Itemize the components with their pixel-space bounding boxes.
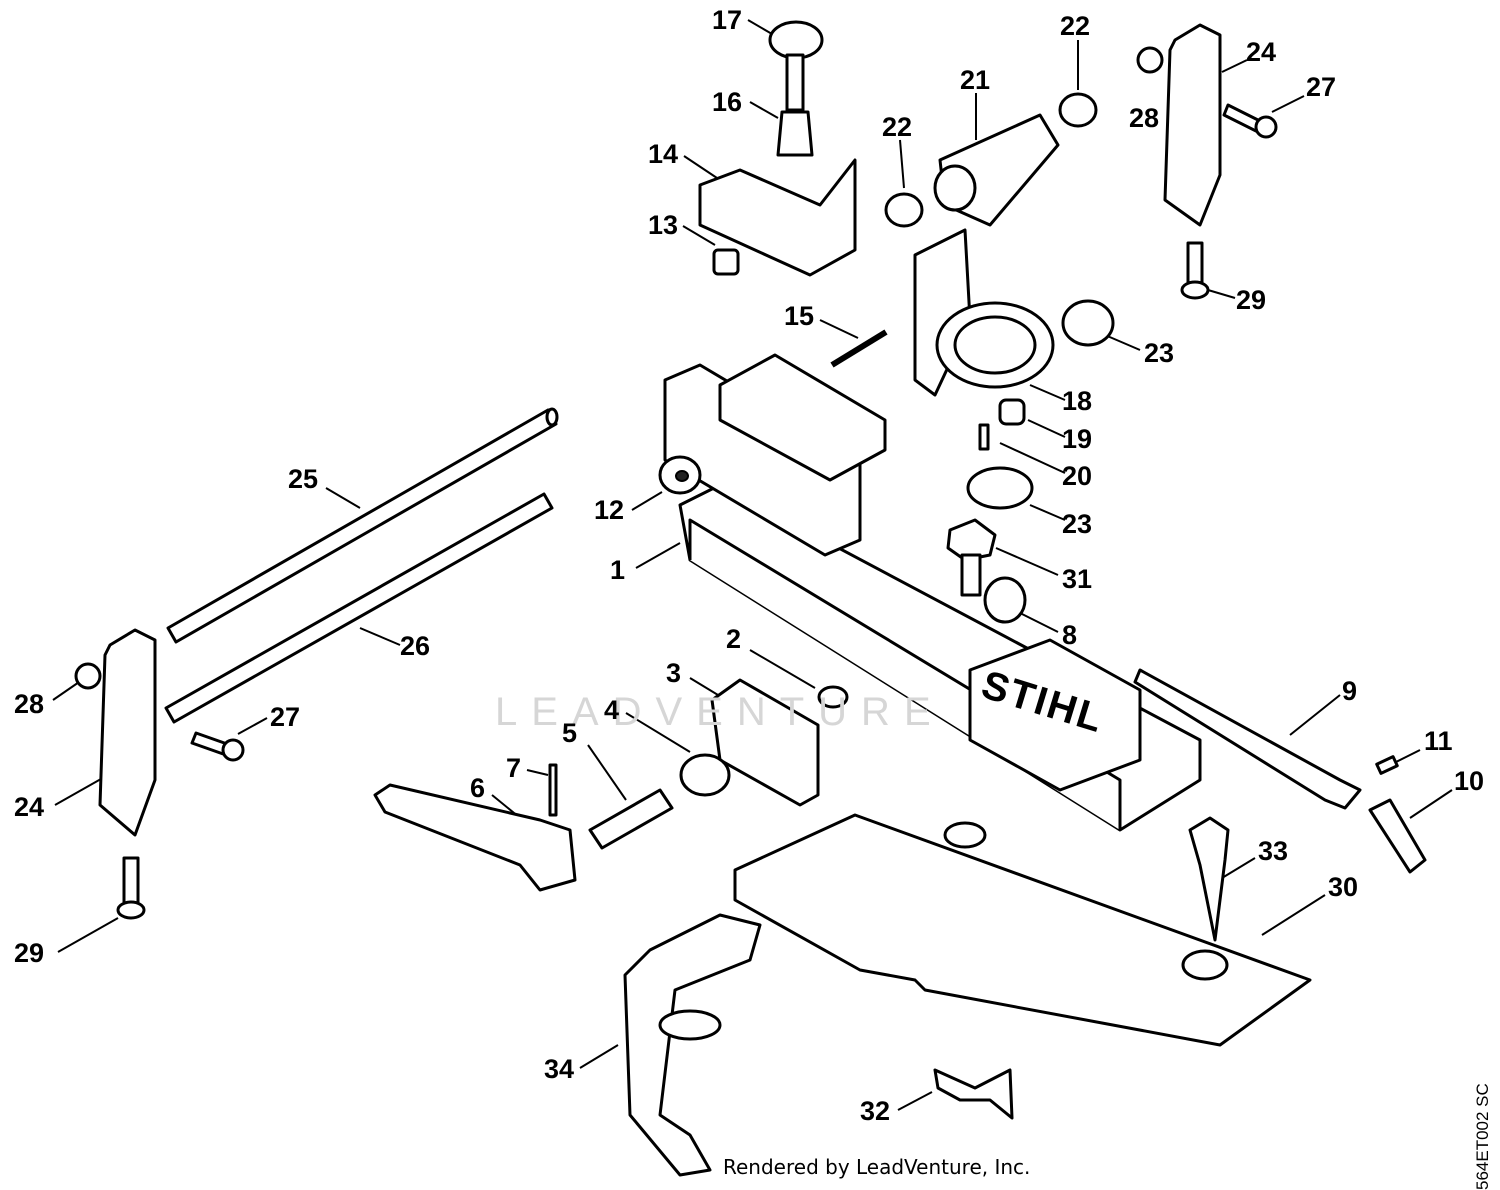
callout-23a: 23 <box>1144 338 1175 368</box>
callout-29b: 29 <box>14 938 45 968</box>
callout-4: 4 <box>604 695 620 725</box>
nut-28-lower <box>74 662 102 690</box>
callout-24a: 24 <box>1246 37 1277 67</box>
callout-22a: 22 <box>1060 11 1091 41</box>
callout-7: 7 <box>506 753 522 783</box>
callout-2: 2 <box>726 624 742 654</box>
screw-5 <box>588 788 674 850</box>
callout-12: 12 <box>594 495 625 525</box>
callout-20: 20 <box>1062 461 1093 491</box>
knurled-knob-upper <box>1061 299 1115 347</box>
callout-11: 11 <box>1424 726 1453 756</box>
callout-17: 17 <box>712 5 743 35</box>
callout-25: 25 <box>288 464 319 494</box>
callout-32: 32 <box>860 1096 891 1126</box>
spring-upper <box>776 110 814 157</box>
callout-1: 1 <box>610 555 626 585</box>
swivel-plate <box>913 228 1055 397</box>
washer-2 <box>817 685 849 709</box>
callout-34: 34 <box>544 1054 575 1084</box>
pin-15 <box>830 329 888 368</box>
callout-21: 21 <box>960 65 991 95</box>
wing-nut-32 <box>933 1068 1014 1120</box>
callout-13: 13 <box>648 210 679 240</box>
callout-6: 6 <box>470 773 486 803</box>
angle-guide-block <box>698 158 857 277</box>
thumb-screw <box>768 20 824 112</box>
leader-lines <box>52 19 1453 1111</box>
hook-upper-right <box>1163 23 1222 227</box>
pin-7 <box>548 763 558 817</box>
pin-11 <box>1375 755 1399 775</box>
nut-8 <box>983 576 1027 624</box>
callout-8: 8 <box>1062 620 1078 650</box>
c-clamp-34 <box>623 913 762 1177</box>
threaded-rod-9 <box>1133 668 1362 810</box>
washer-4 <box>679 753 731 797</box>
screw-27-lower <box>190 731 245 762</box>
callout-14: 14 <box>648 139 679 169</box>
callout-16: 16 <box>712 87 743 117</box>
callout-26: 26 <box>400 631 431 661</box>
callout-15: 15 <box>784 301 815 331</box>
figure-code: 564ET002 SC <box>1473 1083 1492 1190</box>
screw-29-upper <box>1180 241 1210 300</box>
lag-screw-33 <box>1188 816 1230 942</box>
slide-carriage <box>663 353 887 557</box>
knurled-nut <box>658 455 702 495</box>
watermark: LEADVENTURE <box>495 690 945 734</box>
callout-29a: 29 <box>1236 285 1267 315</box>
guide-rod <box>166 407 559 644</box>
clamp-housing <box>933 113 1060 227</box>
bushing-right <box>1058 92 1098 128</box>
lever-6 <box>373 783 577 892</box>
callout-31: 31 <box>1062 564 1093 594</box>
callout-9: 9 <box>1342 676 1358 706</box>
callout-3: 3 <box>666 658 682 688</box>
callout-24b: 24 <box>14 792 45 822</box>
callout-18: 18 <box>1062 386 1093 416</box>
link-10 <box>1368 798 1427 874</box>
callout-30: 30 <box>1328 872 1359 902</box>
bolt-31 <box>946 518 997 597</box>
spring-small <box>712 248 740 276</box>
callout-19: 19 <box>1062 424 1093 454</box>
guide-bar-square <box>164 492 554 724</box>
nut-28-upper <box>1136 46 1164 74</box>
rendered-by-credit: Rendered by LeadVenture, Inc. <box>723 1155 1031 1179</box>
bushing-left <box>884 192 924 228</box>
callout-5: 5 <box>562 718 578 748</box>
pin-20 <box>978 423 990 451</box>
callout-23b: 23 <box>1062 509 1093 539</box>
callout-10: 10 <box>1454 766 1485 796</box>
sleeve <box>998 398 1026 426</box>
screw-29-lower <box>116 856 146 920</box>
hook-lower-left <box>98 628 157 837</box>
callout-28a: 28 <box>1129 103 1160 133</box>
callout-22b: 22 <box>882 112 913 142</box>
base-plate <box>733 813 1312 1047</box>
screw-27-upper <box>1222 103 1278 139</box>
main-frame <box>678 483 1202 832</box>
callout-27b: 27 <box>270 702 301 732</box>
callout-27a: 27 <box>1306 72 1337 102</box>
knurled-knob-lower <box>966 466 1034 510</box>
callout-28b: 28 <box>14 689 45 719</box>
callout-33: 33 <box>1258 836 1289 866</box>
